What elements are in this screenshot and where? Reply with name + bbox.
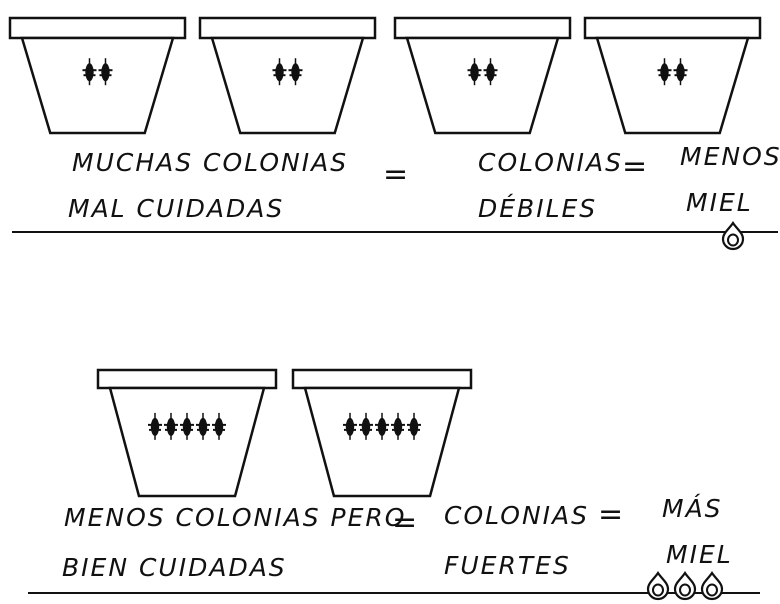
- row1-left-line2: MAL CUIDADAS: [68, 194, 285, 223]
- beehive-box-icon: [583, 16, 762, 135]
- beehive-box-icon: [291, 368, 473, 498]
- bee-icon: [467, 58, 482, 86]
- row2-left-line1: MENOS COLONIAS PERO: [64, 503, 407, 532]
- bee-icon: [180, 412, 194, 440]
- honey-drop-icon: [700, 571, 724, 601]
- bee-icon: [407, 412, 421, 440]
- bee-icon: [673, 58, 688, 86]
- row1-middle-line1: COLONIAS: [478, 148, 624, 177]
- row1-right-line1: MENOS: [680, 142, 780, 171]
- bee-icon: [343, 412, 357, 440]
- bee-icon: [196, 412, 210, 440]
- row1-equals-1: =: [383, 157, 409, 192]
- bee-icon: [391, 412, 405, 440]
- row1-middle-line2: DÉBILES: [478, 194, 598, 223]
- row2-equals-1: =: [392, 505, 418, 540]
- bee-icon: [375, 412, 389, 440]
- beehive-box-icon: [393, 16, 572, 135]
- bee-icon: [82, 58, 97, 86]
- bee-icon: [98, 58, 113, 86]
- row2-honey-drops: [646, 571, 724, 601]
- honey-drop-icon: [673, 571, 697, 601]
- row1-right-line2: MIEL: [686, 188, 753, 217]
- row2-middle-line2: FUERTES: [444, 551, 571, 580]
- bee-icon: [272, 58, 287, 86]
- bee-icon: [148, 412, 162, 440]
- bee-icon: [164, 412, 178, 440]
- honey-drop-icon: [721, 221, 745, 251]
- row1-hives: [8, 16, 762, 135]
- row2-left-line2: BIEN CUIDADAS: [62, 553, 287, 582]
- row2-right-line1: MÁS: [662, 494, 723, 523]
- row2-middle-line1: COLONIAS: [444, 501, 590, 530]
- bee-icon: [359, 412, 373, 440]
- bee-icon: [657, 58, 672, 86]
- row1-honey-drops: [721, 221, 745, 251]
- row1-left-line1: MUCHAS COLONIAS: [72, 148, 349, 177]
- row1-equals-2: =: [622, 149, 648, 184]
- bee-icon: [212, 412, 226, 440]
- beehive-box-icon: [8, 16, 187, 135]
- beehive-box-icon: [198, 16, 377, 135]
- bee-icon: [483, 58, 498, 86]
- row2-equals-2: =: [598, 497, 624, 532]
- row2-right-line2: MIEL: [666, 540, 733, 569]
- honey-drop-icon: [646, 571, 670, 601]
- bee-icon: [288, 58, 303, 86]
- beehive-box-icon: [96, 368, 278, 498]
- row2-hives: [96, 368, 473, 498]
